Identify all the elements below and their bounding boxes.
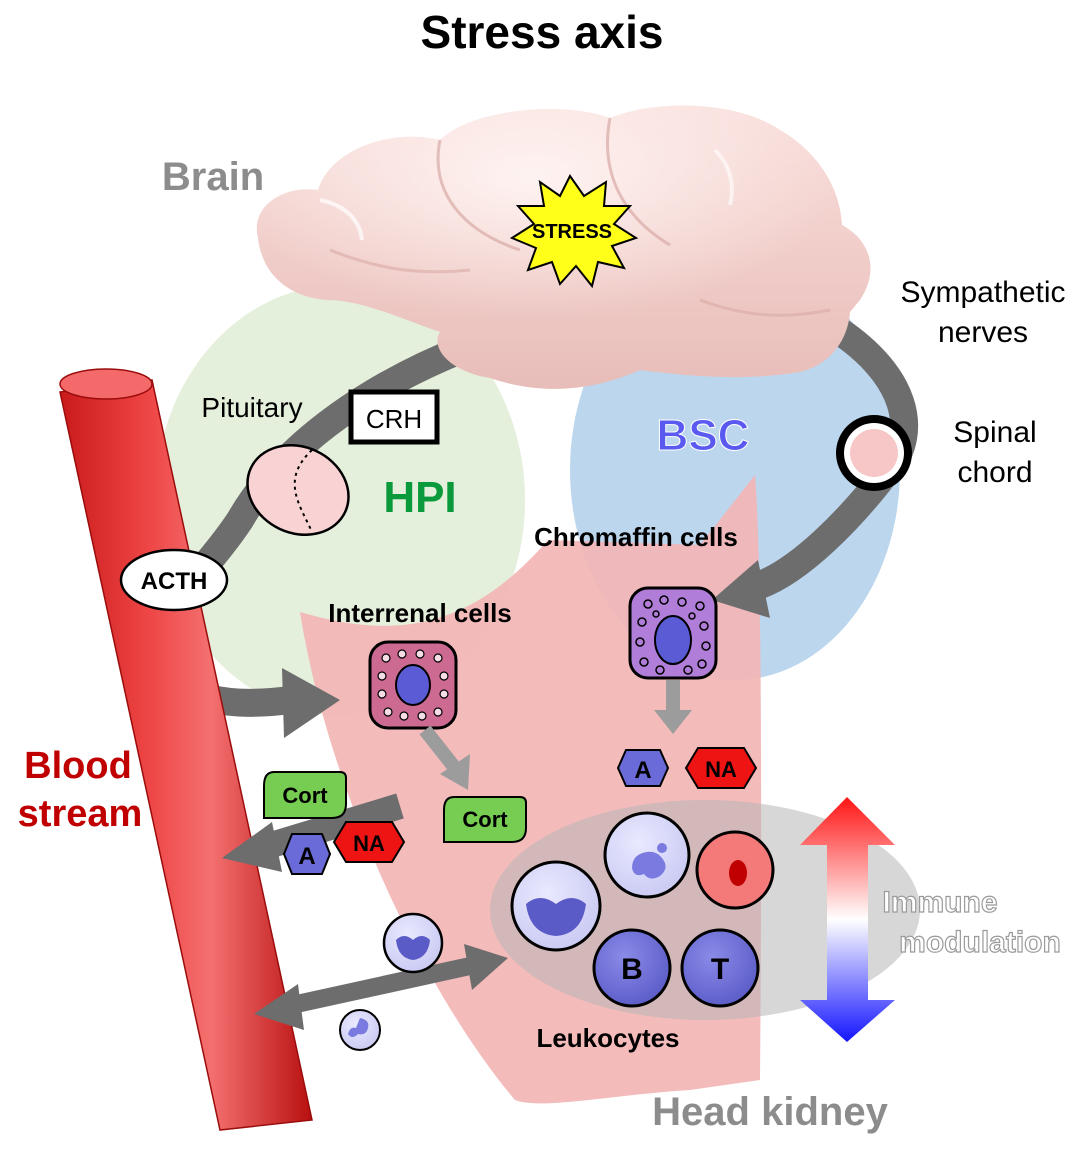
cortisol-blood: Cort bbox=[263, 771, 347, 819]
pituitary-gland-icon bbox=[246, 444, 350, 536]
spinal-chord-icon bbox=[836, 415, 912, 491]
noradrenaline-blood: NA bbox=[332, 821, 406, 863]
t-cell-label: T bbox=[711, 953, 729, 986]
chromaffin-cell-icon bbox=[628, 586, 718, 680]
cortisol-kidney-label: Cort bbox=[462, 807, 508, 832]
leukocyte-neutrophil bbox=[510, 860, 602, 952]
adrenaline-blood-label: A bbox=[298, 843, 315, 870]
blood-vessel bbox=[59, 368, 313, 1131]
noradrenaline-kidney-label: NA bbox=[705, 757, 737, 782]
adrenaline-kidney-label: A bbox=[634, 757, 651, 784]
leukocyte-monocyte bbox=[603, 811, 691, 899]
spinal-label-line2: chord bbox=[957, 456, 1032, 489]
blood-label-line2: stream bbox=[18, 793, 143, 835]
hpi-arrow-head bbox=[282, 668, 340, 738]
brain-label: Brain bbox=[162, 155, 264, 199]
interrenal-cell-icon bbox=[368, 640, 458, 730]
adrenaline-blood: A bbox=[282, 833, 332, 875]
leukocyte-migration-arrow bbox=[254, 944, 508, 1030]
cortisol-blood-label: Cort bbox=[282, 783, 328, 808]
acth-label: ACTH bbox=[141, 568, 208, 595]
stress-label: STRESS bbox=[532, 221, 612, 243]
leukocytes-label: Leukocytes bbox=[536, 1023, 679, 1053]
migrating-granulocyte bbox=[339, 1009, 381, 1051]
adrenaline-kidney: A bbox=[616, 749, 670, 787]
chromaffin-arrow bbox=[654, 680, 692, 734]
head-kidney-label: Head kidney bbox=[652, 1090, 888, 1134]
chromaffin-label: Chromaffin cells bbox=[534, 522, 738, 552]
stress-burst: STRESS bbox=[509, 174, 639, 289]
crh-box: CRH bbox=[348, 389, 440, 445]
sympathetic-label-line1: Sympathetic bbox=[900, 276, 1065, 309]
migrating-neutrophil bbox=[382, 912, 444, 974]
immune-modulation-arrow bbox=[800, 797, 895, 1042]
bsc-label: BSC bbox=[657, 411, 750, 460]
interrenal-label: Interrenal cells bbox=[328, 598, 512, 628]
noradrenaline-blood-label: NA bbox=[353, 831, 385, 856]
diagram-title: Stress axis bbox=[421, 6, 664, 58]
blood-label-line1: Blood bbox=[24, 745, 132, 787]
cortisol-kidney: Cort bbox=[443, 796, 527, 843]
acth-badge: ACTH bbox=[119, 548, 229, 612]
immune-label-line1: Immune bbox=[882, 886, 997, 919]
crh-label: CRH bbox=[366, 404, 422, 434]
leukocyte-b-cell: B bbox=[592, 928, 672, 1008]
interrenal-arrow bbox=[419, 725, 470, 790]
noradrenaline-kidney: NA bbox=[684, 747, 758, 789]
immune-label-line2: modulation bbox=[899, 926, 1061, 959]
leukocyte-erythrocyte bbox=[695, 830, 775, 910]
b-cell-label: B bbox=[621, 953, 643, 986]
pituitary-label: Pituitary bbox=[201, 392, 302, 423]
leukocyte-t-cell: T bbox=[680, 928, 760, 1008]
hpi-label: HPI bbox=[383, 473, 456, 522]
sympathetic-label-line2: nerves bbox=[938, 316, 1028, 349]
spinal-label-line1: Spinal bbox=[953, 416, 1036, 449]
bsc-arrow-head bbox=[712, 560, 770, 618]
